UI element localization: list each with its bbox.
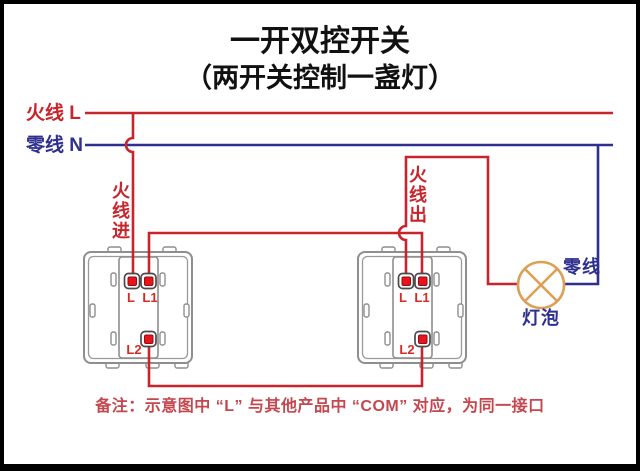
terminals-right: [397, 272, 431, 348]
terminal-l2-label-right: L2: [399, 342, 415, 357]
lamp-neutral-label: 零线: [563, 257, 601, 277]
live-in-wire: [124, 113, 135, 276]
terminals-left: [123, 272, 157, 348]
diagram-subtitle: （两开关控制一盏灯）: [185, 63, 455, 93]
live-out-label: 火线出: [407, 165, 427, 225]
terminal-l-label-right: L: [399, 290, 407, 305]
live-in-label: 火线进: [110, 181, 130, 241]
terminal-l-label-left: L: [127, 290, 135, 305]
traveler-wire-l1: [147, 231, 424, 276]
diagram-canvas: [83, 111, 613, 388]
diagram-title: 一开双控开关: [230, 25, 410, 58]
note-text: 备注：示意图中 “L” 与其他产品中 “COM” 对应，为同一接口: [95, 398, 545, 415]
terminal-l2-label-left: L2: [126, 342, 142, 357]
switch-right-body: [357, 246, 467, 369]
live-bus-label: 火线 L: [26, 103, 81, 124]
neutral-wire: [85, 143, 613, 286]
terminal-l1-label-left: L1: [142, 290, 158, 305]
switch-left-body: [83, 246, 193, 369]
lamp-label: 灯泡: [522, 308, 560, 328]
traveler-wire-l2: [147, 344, 424, 388]
live-out-wire: [397, 155, 520, 286]
terminal-l1-label-right: L1: [414, 290, 430, 305]
lamp-icon: [516, 260, 566, 310]
neutral-bus-label: 零线 N: [26, 135, 84, 156]
live-wire: [85, 111, 613, 388]
